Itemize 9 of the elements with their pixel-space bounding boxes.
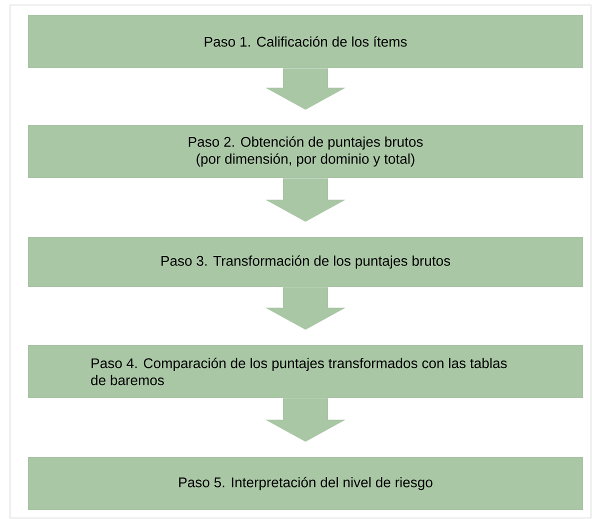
arrow [266, 287, 346, 330]
step-box: Paso 3. Transformación de los puntajes brutos [28, 237, 583, 287]
step-box: Paso 2. Obtención de puntajes brutos (por dimensión, por dominio y total) [28, 125, 583, 178]
arrow [266, 68, 346, 110]
arrow [266, 178, 346, 222]
step-box: Paso 4. Comparación de los puntajes transformados con las tablas de baremos [28, 344, 583, 398]
step-box: Paso 1. Calificación de los ítems [28, 15, 583, 68]
step-box: Paso 5. Interpretación del nivel de riesgo [28, 456, 583, 510]
arrow [266, 398, 346, 442]
